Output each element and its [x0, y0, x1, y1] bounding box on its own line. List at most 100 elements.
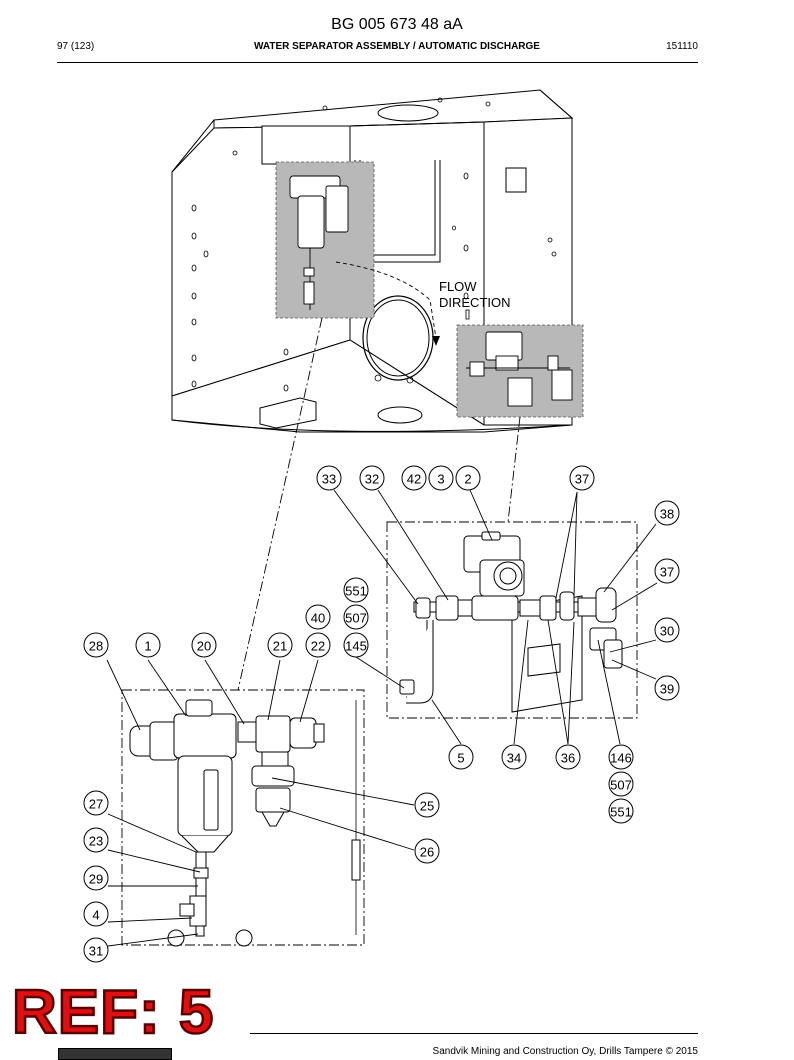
- callout-label: 146: [610, 751, 632, 766]
- callout-circle: [428, 465, 454, 491]
- callout-22: 22: [305, 632, 331, 658]
- callout-circle: [455, 465, 481, 491]
- callout-circle: [305, 632, 331, 658]
- callout-label: 145: [345, 639, 367, 654]
- callout-4: 4: [83, 901, 109, 927]
- callout-label: 1: [144, 639, 151, 654]
- callout-36: 36: [555, 744, 581, 770]
- page-number: 97 (123): [57, 41, 95, 52]
- callout-label: 2: [464, 472, 471, 487]
- callout-label: 31: [89, 944, 103, 959]
- callout-30: 30: [654, 617, 680, 643]
- callout-circle: [343, 604, 369, 630]
- mini-valve: [466, 331, 573, 407]
- callout-label: 40: [311, 611, 325, 626]
- callout-label: 30: [660, 624, 674, 639]
- callout-2: 2: [455, 465, 481, 491]
- callout-28: 28: [83, 632, 109, 658]
- header-rule: [57, 62, 698, 63]
- callout-circle: [343, 577, 369, 603]
- date-code: 151110: [666, 41, 698, 52]
- callout-circle: [608, 744, 634, 770]
- brand-logo-strip: [58, 1048, 172, 1060]
- callout-circle: [555, 744, 581, 770]
- callout-145: 145: [343, 632, 369, 658]
- callout-circle: [359, 465, 385, 491]
- callout-label: 21: [273, 639, 287, 654]
- callout-circle: [305, 604, 331, 630]
- callout-label: 551: [610, 805, 632, 820]
- callout-146: 146: [608, 744, 634, 770]
- valve-assembly: [399, 531, 623, 713]
- callout-34: 34: [501, 744, 527, 770]
- callout-33: 33: [316, 465, 342, 491]
- callout-label: 39: [660, 682, 674, 697]
- detail-box-valve: [386, 521, 638, 719]
- callout-circle: [654, 617, 680, 643]
- callout-label: 34: [507, 751, 521, 766]
- callout-1: 1: [135, 632, 161, 658]
- flow-arrow: [335, 261, 437, 339]
- callout-circle: [401, 465, 427, 491]
- callout-26: 26: [414, 838, 440, 864]
- separator-assembly: [129, 699, 361, 947]
- callout-37: 37: [654, 558, 680, 584]
- callout-circle: [414, 792, 440, 818]
- callout-label: 37: [660, 565, 674, 580]
- callout-label: 36: [561, 751, 575, 766]
- callout-circle: [83, 790, 109, 816]
- callout-label: 29: [89, 872, 103, 887]
- callout-31: 31: [83, 937, 109, 963]
- projection-lines: [237, 317, 521, 691]
- callout-23: 23: [83, 827, 109, 853]
- callout-label: 27: [89, 797, 103, 812]
- leader-lines: [106, 489, 658, 947]
- callout-label: 507: [345, 611, 367, 626]
- callout-21: 21: [267, 632, 293, 658]
- callout-circle: [569, 465, 595, 491]
- callout-circle: [83, 632, 109, 658]
- document-id: BG 005 673 48 aA: [331, 16, 463, 33]
- callout-circle: [654, 500, 680, 526]
- flow-label-line1: FLOW: [439, 279, 477, 294]
- callout-label: 42: [407, 472, 421, 487]
- callout-label: 5: [457, 751, 464, 766]
- callout-circle: [448, 744, 474, 770]
- callout-circle: [654, 675, 680, 701]
- callout-circle: [83, 827, 109, 853]
- callout-3: 3: [428, 465, 454, 491]
- flow-label-line2: DIRECTION: [439, 295, 511, 310]
- callout-label: 33: [322, 472, 336, 487]
- flow-arrowhead: [432, 336, 440, 346]
- callout-label: 23: [89, 834, 103, 849]
- callout-5: 5: [448, 744, 474, 770]
- callout-circle: [316, 465, 342, 491]
- wall-holes: [191, 97, 557, 392]
- callout-circle: [414, 838, 440, 864]
- ref-stamp: REF: 5: [11, 978, 215, 1047]
- callout-label: 32: [365, 472, 379, 487]
- callout-circle: [83, 901, 109, 927]
- callout-27: 27: [83, 790, 109, 816]
- callout-25: 25: [414, 792, 440, 818]
- callout-label: 507: [610, 778, 632, 793]
- callout-circle: [83, 865, 109, 891]
- callout-label: 37: [575, 472, 589, 487]
- page-title: WATER SEPARATOR ASSEMBLY / AUTOMATIC DIS…: [254, 41, 540, 52]
- callout-circle: [501, 744, 527, 770]
- callout-20: 20: [191, 632, 217, 658]
- callout-circle: [654, 558, 680, 584]
- callout-40: 40: [305, 604, 331, 630]
- footer-rule: [250, 1033, 698, 1034]
- callout-551: 551: [343, 577, 369, 603]
- callout-label: 4: [92, 908, 99, 923]
- callout-32: 32: [359, 465, 385, 491]
- flow-direction-label: FLOW DIRECTION: [439, 279, 511, 311]
- callout-label: 20: [197, 639, 211, 654]
- callout-circle: [608, 798, 634, 824]
- footer-copyright: Sandvik Mining and Construction Oy, Dril…: [432, 1046, 698, 1057]
- callout-circle: [343, 632, 369, 658]
- callout-507: 507: [608, 771, 634, 797]
